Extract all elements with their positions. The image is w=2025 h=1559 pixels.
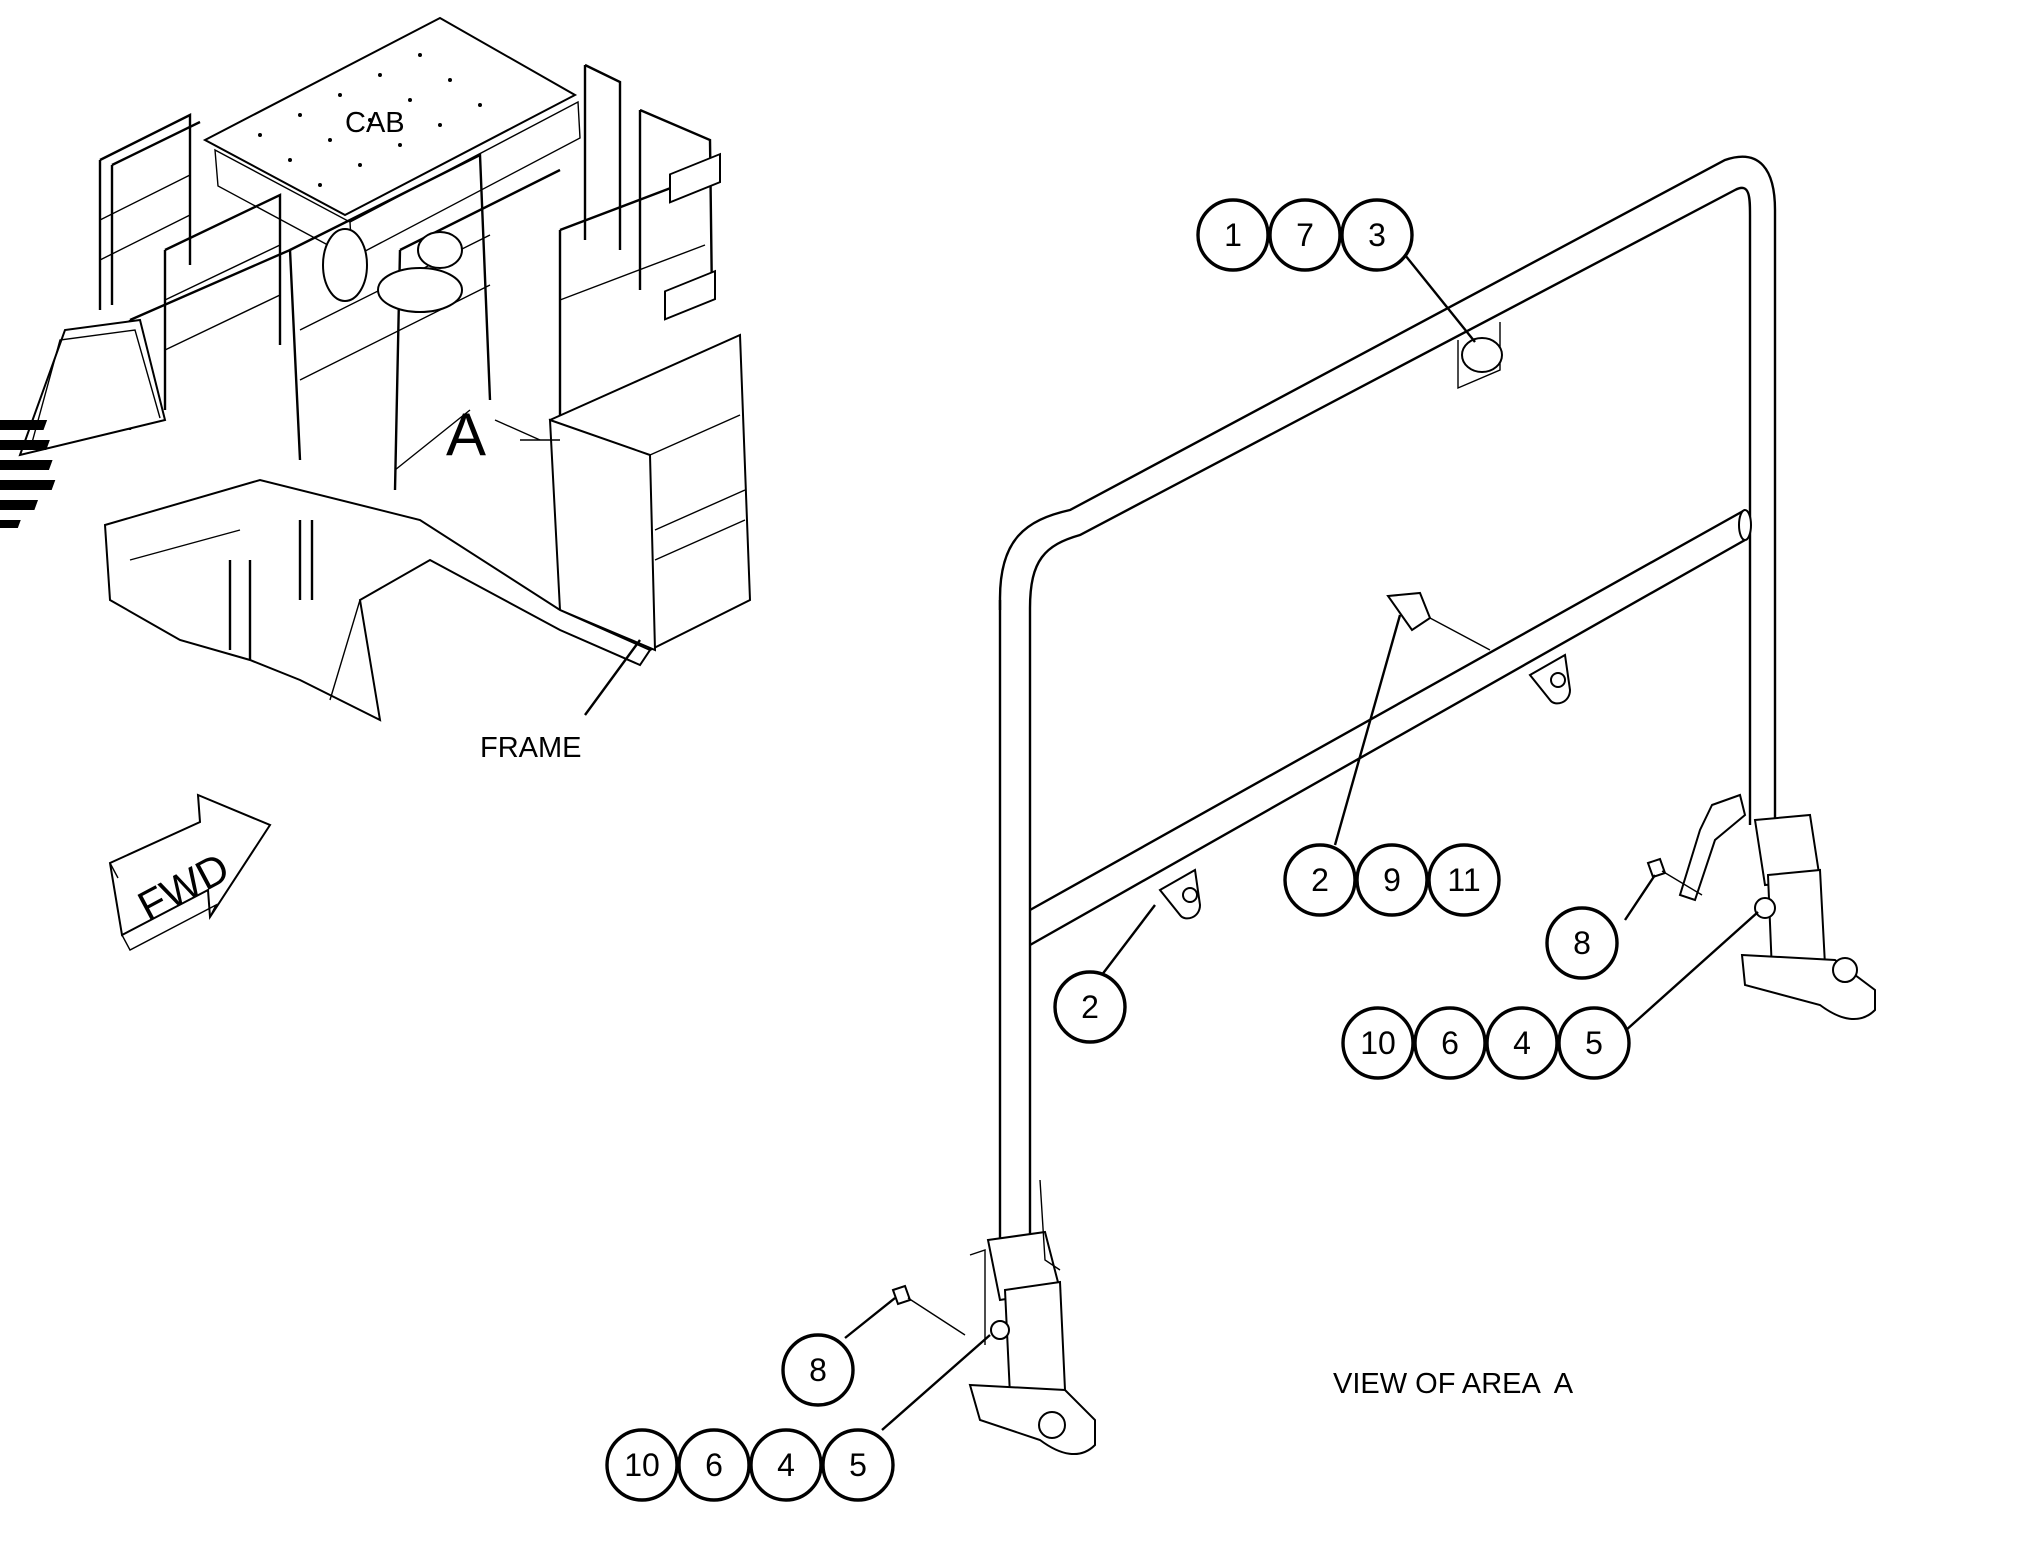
area-a-marker: A	[446, 401, 486, 468]
callout-number: 7	[1296, 217, 1314, 253]
callout-group-10-6-4-5-right: 10 6 4 5	[1341, 1006, 1631, 1080]
callout-number: 10	[1360, 1025, 1396, 1061]
handrail-assembly	[891, 155, 1876, 1456]
callout-group-8-right: 8	[1545, 906, 1619, 980]
view-title: VIEW OF AREA A	[1333, 1368, 1574, 1400]
callout-group-2: 2	[1053, 970, 1127, 1044]
callout-group-1-7-3: 1 7 3	[1196, 198, 1414, 272]
callout-number: 6	[705, 1447, 723, 1483]
callout-number: 1	[1224, 217, 1242, 253]
forward-arrow-icon	[108, 793, 272, 951]
callout-number: 8	[809, 1352, 827, 1388]
frame-leader-line	[584, 639, 641, 716]
callout-number: 6	[1441, 1025, 1459, 1061]
callout-number: 2	[1081, 989, 1099, 1025]
callout-number: 2	[1311, 862, 1329, 898]
frame-label: FRAME	[480, 732, 582, 764]
callout-group-10-6-4-5-left: 10 6 4 5	[605, 1428, 895, 1502]
callout-number: 11	[1447, 862, 1480, 898]
callout-number: 5	[1585, 1025, 1603, 1061]
callout-group-8-left: 8	[781, 1333, 855, 1407]
callout-number: 4	[1513, 1025, 1531, 1061]
callout-leaders	[844, 254, 1759, 1431]
callout-number: 9	[1383, 862, 1401, 898]
callout-number: 5	[849, 1447, 867, 1483]
cab-label: CAB	[345, 107, 405, 139]
machine-overview-illustration	[0, 16, 752, 722]
callout-number: 4	[777, 1447, 795, 1483]
callout-number: 8	[1573, 925, 1591, 961]
callout-group-2-9-11: 2 9 11	[1283, 843, 1501, 917]
callout-number: 3	[1368, 217, 1386, 253]
callout-number: 10	[624, 1447, 660, 1483]
